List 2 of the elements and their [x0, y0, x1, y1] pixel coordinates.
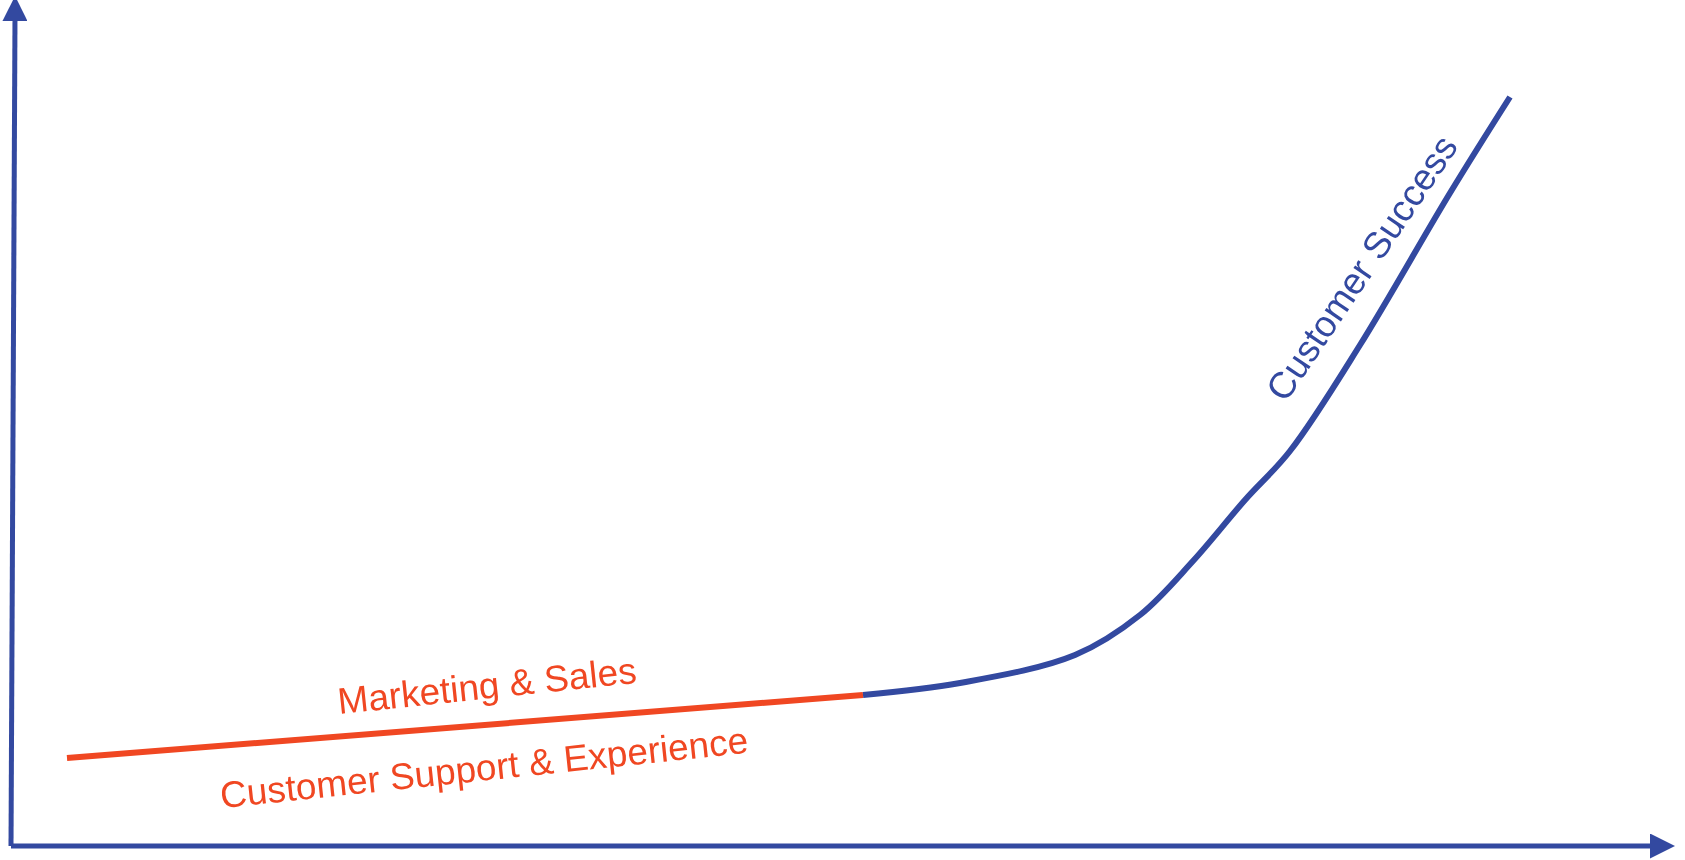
curve-label: Marketing & Sales [335, 651, 639, 721]
curve-label: Customer Support & Experience [218, 721, 750, 815]
